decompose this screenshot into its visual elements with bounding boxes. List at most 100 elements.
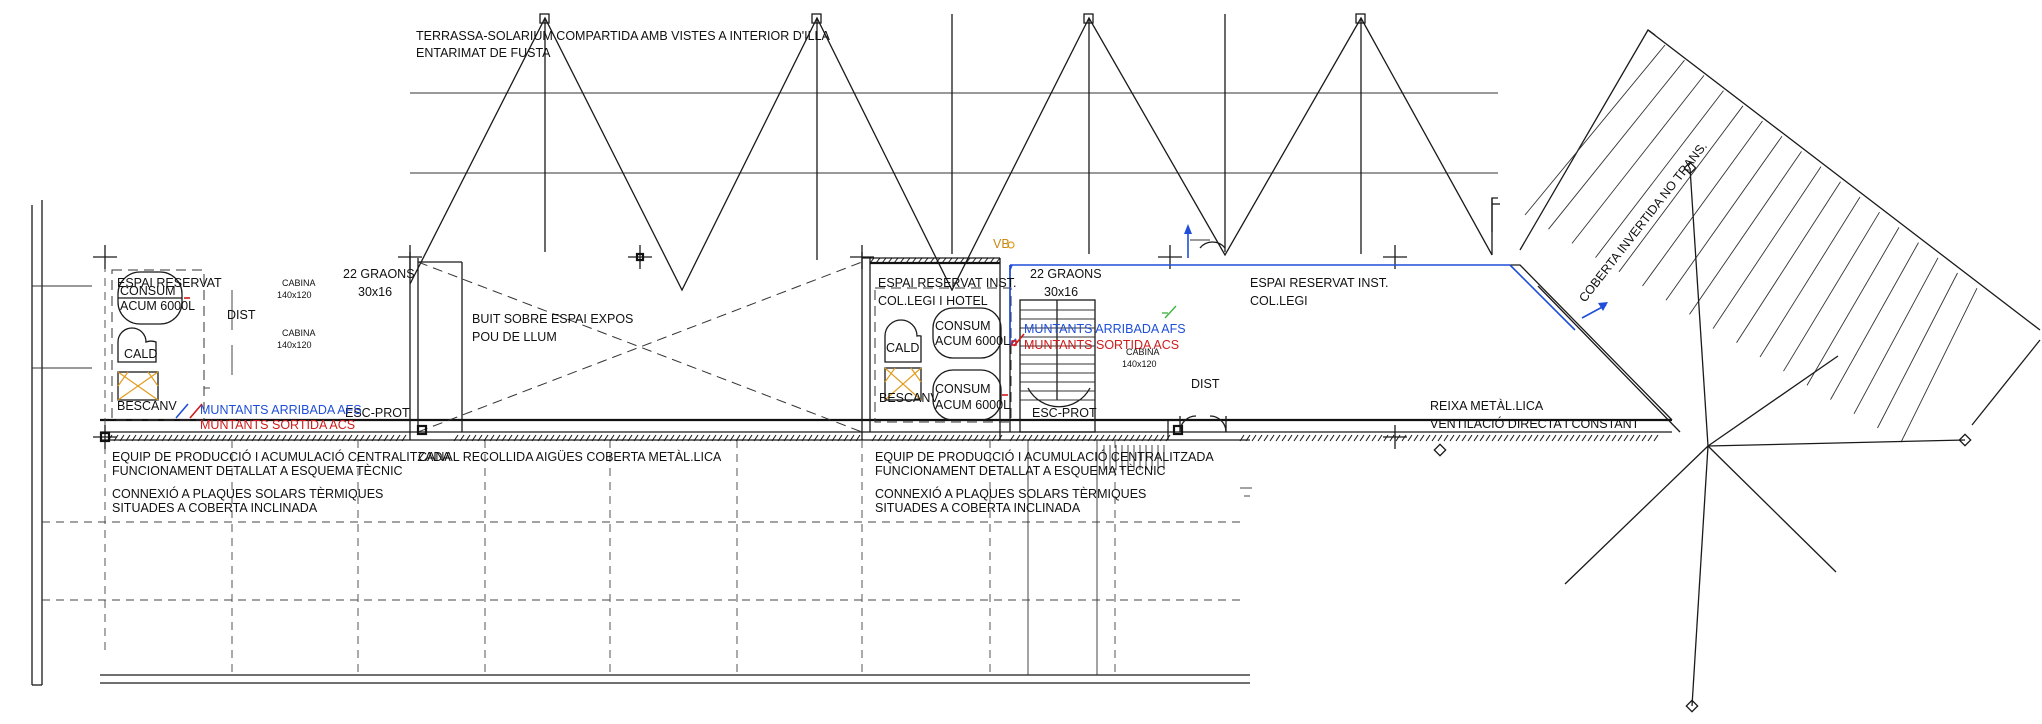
hatch-mark [191, 434, 197, 442]
hatch-mark [185, 434, 191, 442]
cald-center: CALD [886, 341, 919, 355]
hatch-mark [1449, 434, 1455, 442]
hatch-mark [113, 434, 119, 442]
hatch-mark [233, 434, 239, 442]
bescanv-center: BESCANV [879, 391, 939, 405]
hatch-mark [353, 434, 359, 442]
terrace-structure [409, 13, 1500, 292]
dist-center: DIST [1191, 377, 1220, 391]
cabina-left-2-size: 140x120 [277, 340, 312, 350]
hatch-mark [871, 434, 877, 442]
hatch-mark [1317, 434, 1323, 442]
hatch-mark [711, 434, 717, 442]
hatch-mark [263, 434, 269, 442]
hatch-mark [663, 434, 669, 442]
consum-center-2: CONSUM [935, 382, 991, 396]
hatch-mark [723, 434, 729, 442]
hatch-mark [269, 434, 275, 442]
hatch-mark [365, 434, 371, 442]
hatch-mark [651, 434, 657, 442]
hatch-mark [329, 434, 335, 442]
hatch-mark [959, 257, 965, 264]
cabina-left-1: CABINA [282, 278, 316, 288]
hatch-mark [771, 434, 777, 442]
hatch-mark [923, 257, 929, 264]
vb-label: VB [993, 237, 1010, 251]
hatch-mark [991, 434, 997, 442]
hatch-mark [1371, 434, 1377, 442]
hatch-mark [1365, 434, 1371, 442]
hatch-mark [1551, 434, 1557, 442]
hatch-mark [1401, 434, 1407, 442]
hatch-mark [849, 434, 855, 442]
hatch-mark [131, 434, 137, 442]
hatch-mark [305, 434, 311, 442]
hatch-mark [1431, 434, 1437, 442]
stair-core [1007, 224, 1608, 470]
esc-prot-center: ESC-PROT [1032, 406, 1097, 420]
hatch-mark [1359, 434, 1365, 442]
hatch-mark [953, 257, 959, 264]
hatch-mark [907, 434, 913, 442]
hatch-mark [639, 434, 645, 442]
hatch-mark [591, 434, 597, 442]
hatch-mark [783, 434, 789, 442]
hatch-mark [869, 257, 875, 264]
acum-left: ACUM 6000L [120, 299, 195, 313]
hatch-mark [1129, 434, 1135, 442]
dist-left: DIST [227, 308, 256, 322]
hatch-mark [973, 434, 979, 442]
stairs-center-size: 30x16 [1044, 285, 1078, 299]
hatch-mark [1545, 434, 1551, 442]
hatch-mark [645, 434, 651, 442]
hatch-mark [1141, 434, 1147, 442]
hatch-mark [1147, 434, 1153, 442]
hatch-mark [495, 434, 501, 442]
hatch-mark [1425, 434, 1431, 442]
hatch-mark [831, 434, 837, 442]
hatch-mark [603, 434, 609, 442]
hatch-mark [155, 434, 161, 442]
muntants-afs-center: MUNTANTS ARRIBADA AFS [1024, 322, 1186, 336]
hatch-mark [1491, 434, 1497, 442]
hatch-mark [729, 434, 735, 442]
hatch-mark [887, 257, 893, 264]
hatch-mark [657, 434, 663, 442]
hatch-mark [971, 257, 977, 264]
muntants-acs-left: MUNTANTS SORTIDA ACS [200, 418, 355, 432]
hatch-mark [913, 434, 919, 442]
hatch-mark [1069, 434, 1075, 442]
equip-left-2: FUNCIONAMENT DETALLAT A ESQUEMA TÈCNIC [112, 463, 403, 478]
hatch-mark [507, 434, 513, 442]
structural-grid [104, 250, 1116, 675]
hatch-mark [1347, 434, 1353, 442]
inverted-roof [1519, 29, 2041, 443]
hatch-mark [1239, 434, 1245, 442]
plan-walls [31, 200, 1681, 686]
hatch-mark [1593, 434, 1599, 442]
hatch-mark [257, 434, 263, 442]
hatch-mark [1395, 434, 1401, 442]
hatch-mark [937, 434, 943, 442]
hatch-mark [875, 257, 881, 264]
hatch-mark [1563, 434, 1569, 442]
hatch-mark [281, 434, 287, 442]
hatch-mark [699, 434, 705, 442]
hatch-mark [1135, 434, 1141, 442]
hatch-mark [317, 434, 323, 442]
hatch-mark [1413, 434, 1419, 442]
hatch-mark [1033, 434, 1039, 442]
hatch-mark [735, 434, 741, 442]
light-well [417, 261, 863, 433]
hatch-mark [747, 434, 753, 442]
hatch-mark [1311, 434, 1317, 442]
hatch-mark [883, 434, 889, 442]
roof-slat [1783, 211, 1880, 372]
hatch-mark [371, 434, 377, 442]
hatch-mark [795, 434, 801, 442]
hatch-mark [943, 434, 949, 442]
roof-slat [1759, 196, 1861, 358]
hatch-mark [1443, 434, 1449, 442]
muntants-acs-center: MUNTANTS SORTIDA ACS [1024, 338, 1179, 352]
hatch-mark [477, 434, 483, 442]
